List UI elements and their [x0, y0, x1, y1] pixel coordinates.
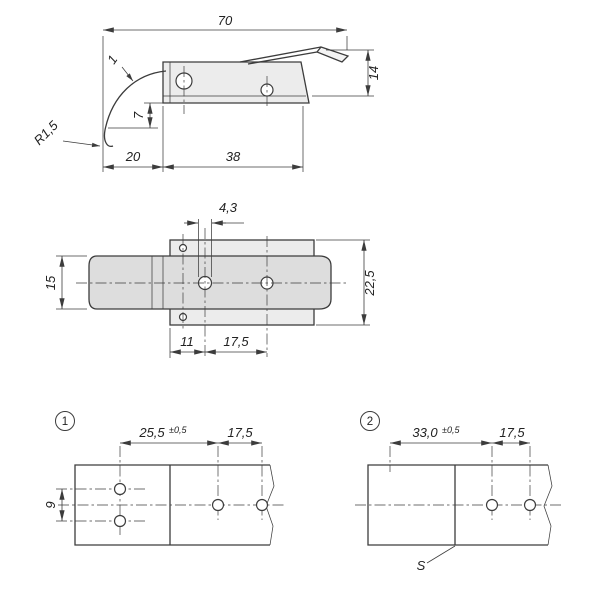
badge-circle [360, 411, 380, 431]
dim-hole-offset-11: 11 [169, 328, 206, 358]
dim-label-14: 14 [366, 66, 381, 80]
break-line [543, 464, 553, 546]
drill-hole [211, 498, 225, 512]
drill-template-1: 1 25,5 ±0,5 17,5 9 [43, 411, 284, 546]
dim-tolerance: ±0,5 [169, 425, 187, 435]
dim-label-17-5: 17,5 [227, 425, 253, 440]
leader-line [121, 66, 134, 82]
label-s: S [417, 558, 426, 573]
plan-view: 4,3 15 22,5 11 17,5 [43, 200, 377, 358]
wire-bail-hook [103, 70, 167, 147]
dim-overall-length-70: 70 [102, 13, 348, 172]
dim-plate-width-22-5: 22,5 [316, 239, 377, 326]
dim-body-width-15: 15 [43, 255, 87, 310]
dim-spacing-25-5: 25,5 ±0,5 [119, 425, 219, 446]
leader-line [62, 140, 101, 148]
dim-tolerance: ±0,5 [442, 425, 460, 435]
dim-label-7: 7 [131, 111, 146, 119]
lever-bottom-edge [247, 51, 318, 65]
drill-hole [485, 498, 499, 512]
dim-label-radius: R1,5 [31, 117, 62, 148]
dim-label-9: 9 [43, 501, 58, 508]
dim-segment-38: 38 [162, 106, 304, 172]
leader-line [426, 545, 456, 564]
dim-vertical-9: 9 [43, 488, 65, 522]
drill-hole [113, 514, 127, 528]
dim-label-22-5: 22,5 [362, 270, 377, 297]
panel-outline [367, 464, 548, 546]
dim-segment-20: 20 [102, 106, 164, 172]
dim-pitch-17-5: 17,5 [217, 425, 263, 446]
dim-hook-radius: R1,5 [31, 117, 101, 148]
dim-wire-diameter-1: 1 [104, 52, 134, 82]
dim-label-70: 70 [218, 13, 233, 28]
drill-hole [255, 498, 269, 512]
lever-top-edge [239, 46, 322, 63]
badge-circle [55, 411, 75, 431]
dim-label-20: 20 [125, 149, 141, 164]
badge-label-2: 2 [367, 416, 373, 428]
dim-label-17-5: 17,5 [499, 425, 525, 440]
panel-outline [74, 464, 270, 546]
dim-label-4-3: 4,3 [219, 200, 238, 215]
dim-spacing-33-0: 33,0 ±0,5 [389, 425, 493, 446]
drill-hole [523, 498, 537, 512]
dim-pitch-17-5: 17,5 [491, 425, 531, 446]
dim-label-15: 15 [43, 275, 58, 290]
dim-label-1: 1 [104, 52, 120, 67]
dim-label-11: 11 [180, 334, 194, 349]
edge-label-s: S [417, 545, 456, 573]
dim-label-38: 38 [226, 149, 241, 164]
dim-label-33-0: 33,0 [412, 425, 438, 440]
dim-hole-pitch-17-5: 17,5 [204, 334, 268, 355]
dim-label-25-5: 25,5 [138, 425, 165, 440]
lever-grip-loop [315, 46, 350, 63]
template-2-badge: 2 [360, 411, 380, 431]
dim-hole-diameter-4-3: 4,3 [184, 200, 244, 277]
dim-height-14: 14 [312, 49, 381, 97]
badge-label-1: 1 [62, 416, 68, 428]
side-view: 70 14 7 1 R1,5 20 [31, 13, 381, 172]
dim-hook-drop-7: 7 [108, 102, 163, 129]
drill-hole [113, 482, 127, 496]
template-1-badge: 1 [55, 411, 75, 431]
dim-label-17-5: 17,5 [223, 334, 249, 349]
drill-template-2: 2 33,0 ±0,5 17,5 S [355, 411, 562, 573]
